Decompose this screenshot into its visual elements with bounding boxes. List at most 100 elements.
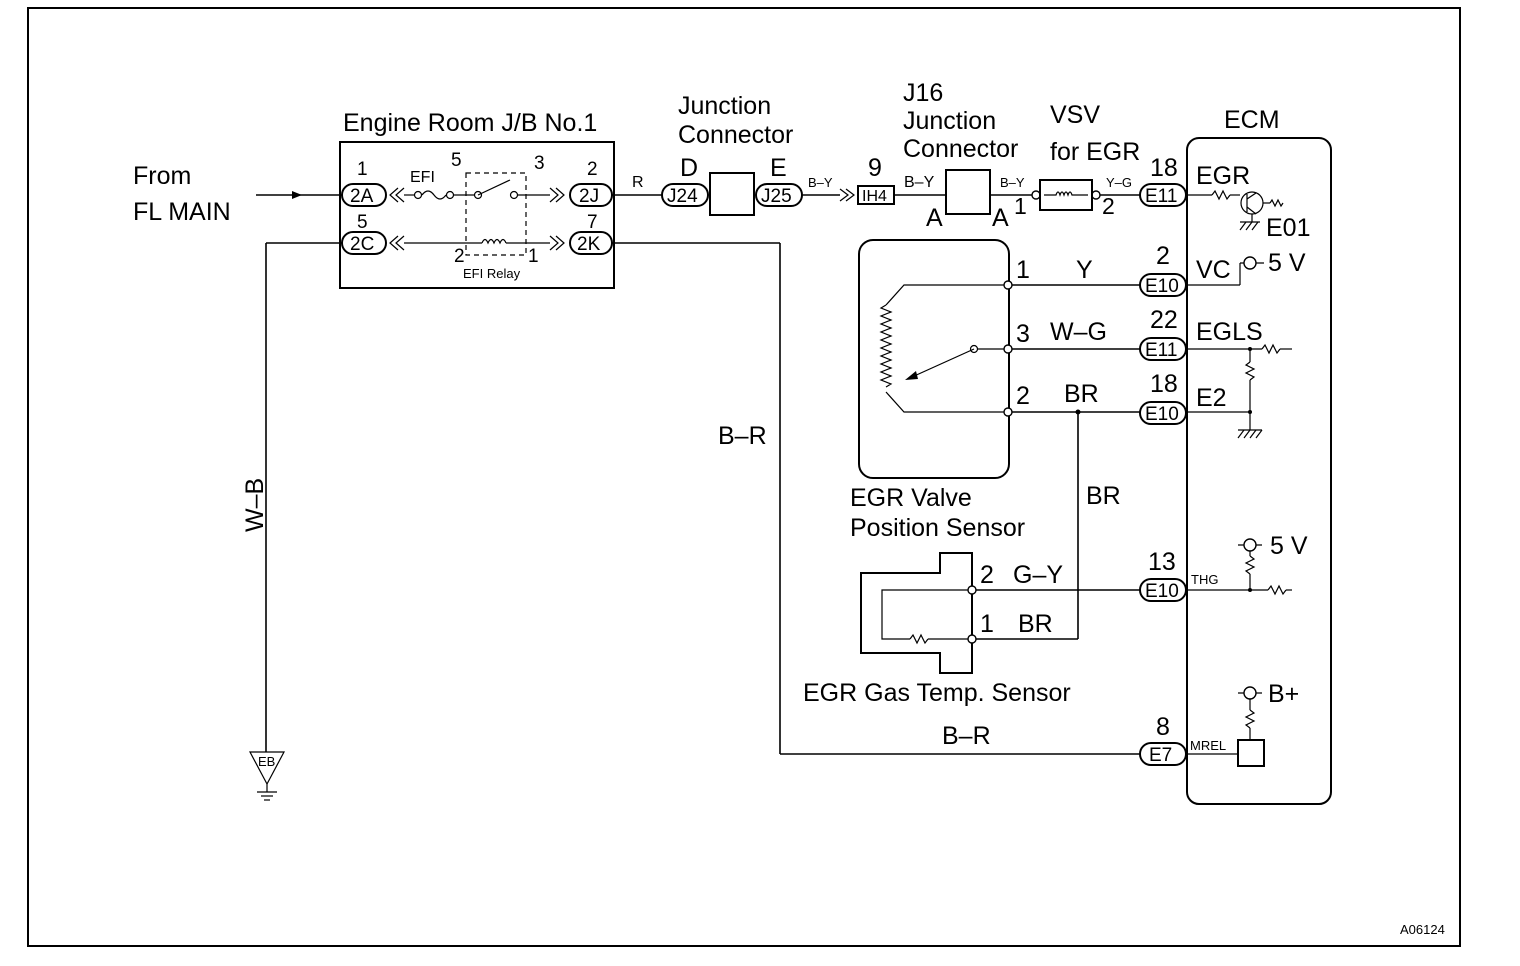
j16-title2: Junction bbox=[903, 107, 996, 135]
ih4-label: IH4 bbox=[862, 188, 887, 205]
wire-br-3: BR bbox=[976, 610, 1078, 640]
ecm: ECM EGR E01 VC 5 V EGLS bbox=[1186, 106, 1332, 805]
sensor-title2: Position Sensor bbox=[850, 514, 1025, 542]
ecm-thg: THG bbox=[1191, 572, 1218, 587]
jb-pin-5: 5 bbox=[357, 212, 368, 233]
jb-pin-2: 2 bbox=[587, 159, 598, 180]
egr-gas-temp-sensor: 2 1 EGR Gas Temp. Sensor bbox=[803, 552, 1071, 707]
source-label: From FL MAIN bbox=[133, 162, 231, 226]
j16-pin-a-left: A bbox=[926, 204, 943, 232]
ecm-e2: E2 bbox=[1196, 384, 1227, 412]
wire-g-y: G–Y bbox=[976, 561, 1140, 591]
connector-ih4: 9 IH4 bbox=[857, 154, 895, 205]
ih4-pin: 9 bbox=[868, 154, 882, 182]
ecm-terminal-pin: 18 bbox=[1150, 154, 1178, 182]
connector-j24-label: J24 bbox=[667, 186, 698, 207]
jc-pin-e: E bbox=[770, 154, 787, 182]
relay-label: EFI Relay bbox=[463, 266, 521, 281]
fuse-label: EFI bbox=[410, 169, 435, 186]
relay-pin-3: 3 bbox=[534, 153, 545, 174]
supply-bplus-icon bbox=[1243, 686, 1257, 700]
vsv-title2: for EGR bbox=[1050, 138, 1140, 166]
ecm-egr: EGR bbox=[1196, 162, 1250, 190]
relay-pin-5: 5 bbox=[451, 150, 462, 171]
relay-pin-1: 1 bbox=[528, 246, 539, 267]
ecm-terminal-pin: 18 bbox=[1150, 370, 1178, 398]
wire-label-w-g: W–G bbox=[1050, 318, 1107, 346]
wire-label-y-g: Y–G bbox=[1106, 175, 1132, 190]
ecm-terminal-conn: E10 bbox=[1145, 404, 1179, 425]
ecm-terminal-egls: 22 E11 bbox=[1139, 306, 1187, 361]
wire-label-r: R bbox=[632, 174, 644, 191]
ecm-terminal-egr: 18 E11 bbox=[1139, 154, 1187, 207]
wire-label-b-r-1: B–R bbox=[718, 422, 767, 450]
terminal-2A bbox=[341, 183, 387, 207]
ecm-terminal-pin: 2 bbox=[1156, 242, 1170, 270]
thermistor-icon bbox=[909, 633, 929, 645]
j16-connector: J16 Junction Connector B–Y A A B–Y bbox=[894, 79, 1032, 232]
ecm-terminal-conn: E11 bbox=[1145, 340, 1177, 361]
relay-pin-2: 2 bbox=[454, 246, 465, 267]
jb-pin-1: 1 bbox=[357, 159, 368, 180]
mrel-relay-box bbox=[1237, 739, 1265, 767]
sensor-pin-2: 2 bbox=[1016, 382, 1030, 410]
ecm-terminal-e2: 18 E10 bbox=[1139, 370, 1187, 425]
vsv-title1: VSV bbox=[1050, 101, 1100, 129]
supply-5v-icon bbox=[1243, 256, 1257, 270]
jc-pin-d: D bbox=[680, 154, 698, 182]
jc-body bbox=[709, 172, 755, 216]
junction-connector: Junction Connector D E J24 J25 bbox=[661, 92, 803, 216]
vsv-body bbox=[1039, 179, 1093, 211]
ecm-terminal-thg: 13 E10 bbox=[1139, 548, 1187, 602]
ground-icon: EB bbox=[249, 751, 285, 801]
vsv-for-egr: VSV for EGR 1 2 Y–G bbox=[1014, 101, 1140, 219]
vsv-pin-2: 2 bbox=[1102, 193, 1115, 219]
source-line1: From bbox=[133, 162, 191, 190]
source-wire bbox=[256, 191, 342, 199]
ecm-terminal-vc: 2 E10 bbox=[1139, 242, 1187, 297]
diagram-id: A06124 bbox=[1400, 922, 1445, 937]
wire-w-g: W–G bbox=[1012, 318, 1140, 350]
wire-w-b: W–B bbox=[241, 242, 342, 752]
wire-y: Y bbox=[1012, 256, 1140, 286]
sensor-body bbox=[858, 239, 1010, 479]
jc-title2: Connector bbox=[678, 121, 793, 149]
wire-label-br-2: BR bbox=[1086, 482, 1121, 510]
gas-sensor-pin-2: 2 bbox=[980, 561, 994, 589]
wire-label-g-y: G–Y bbox=[1013, 561, 1063, 589]
jb-title: Engine Room J/B No.1 bbox=[343, 109, 597, 137]
ecm-mrel: MREL bbox=[1190, 738, 1226, 753]
wire-label-w-b: W–B bbox=[241, 478, 269, 532]
j16-body bbox=[945, 169, 991, 215]
connector-j25-label: J25 bbox=[761, 186, 792, 207]
j16-title1: J16 bbox=[903, 79, 943, 107]
efi-relay: 5 3 2 1 EFI Relay bbox=[404, 150, 550, 281]
wire-b-r: B–R B–R bbox=[612, 242, 1140, 755]
vsv-pin-1: 1 bbox=[1014, 193, 1027, 219]
ecm-egls: EGLS bbox=[1196, 318, 1263, 346]
ground-label: EB bbox=[258, 754, 275, 769]
ecm-terminal-pin: 13 bbox=[1148, 548, 1176, 576]
wire-label-br-3: BR bbox=[1018, 610, 1053, 638]
ecm-terminal-conn: E11 bbox=[1145, 186, 1177, 207]
ecm-5v-1: 5 V bbox=[1268, 249, 1306, 277]
wire-br-2: BR bbox=[1077, 412, 1121, 639]
diagram-frame bbox=[27, 7, 1461, 947]
ecm-title: ECM bbox=[1224, 106, 1280, 134]
wire-label-br-1: BR bbox=[1064, 380, 1099, 408]
wire-b-y-1: B–Y bbox=[802, 175, 855, 202]
ecm-e01: E01 bbox=[1266, 214, 1310, 242]
ecm-terminal-conn: E7 bbox=[1149, 745, 1172, 766]
terminal-2J-label: 2J bbox=[579, 186, 599, 207]
egr-valve-position-sensor: 1 3 2 EGR Valve Position Sensor bbox=[850, 239, 1030, 542]
j16-pin-a-right: A bbox=[992, 204, 1009, 232]
j16-title3: Connector bbox=[903, 135, 1018, 163]
supply-5v-icon-2 bbox=[1243, 538, 1257, 552]
wire-label-y: Y bbox=[1076, 256, 1093, 284]
ecm-box bbox=[1186, 137, 1332, 805]
ecm-terminal-pin: 8 bbox=[1156, 713, 1170, 741]
jc-title1: Junction bbox=[678, 92, 771, 120]
wiper-arrow-icon bbox=[905, 371, 918, 380]
gas-sensor-body bbox=[860, 552, 973, 674]
